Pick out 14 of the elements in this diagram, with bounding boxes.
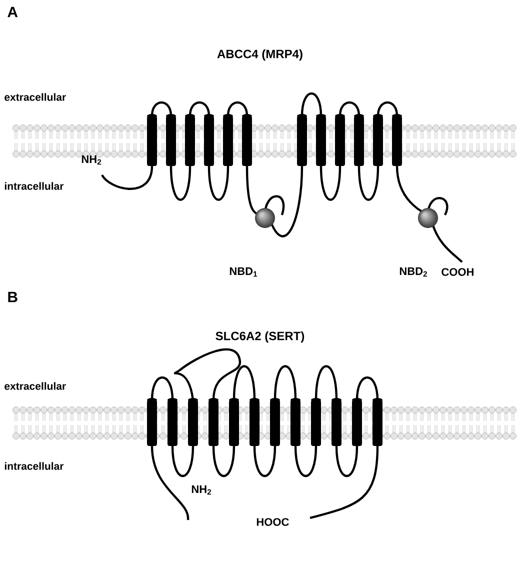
panel-heading: ABCC4 (MRP4): [217, 49, 302, 61]
domain-label: NBD$_{2}$: [400, 267, 427, 277]
panel-letter: B: [8, 292, 18, 302]
region-label: extracellular: [4, 93, 66, 101]
region-label: intracellular: [4, 182, 64, 190]
panel-letter: A: [8, 6, 18, 18]
terminus-label: HOOC: [256, 518, 289, 526]
terminus-label: COOH: [442, 268, 474, 276]
domain-label: NBD$_{1}$: [230, 267, 258, 277]
panel-heading: SLC6A2 (SERT): [216, 331, 304, 343]
region-label: extracellular: [4, 382, 66, 390]
terminus-label: NH$_{2}$: [192, 485, 212, 495]
terminus-label: NH$_{2}$: [82, 155, 102, 165]
region-label: intracellular: [4, 462, 64, 470]
